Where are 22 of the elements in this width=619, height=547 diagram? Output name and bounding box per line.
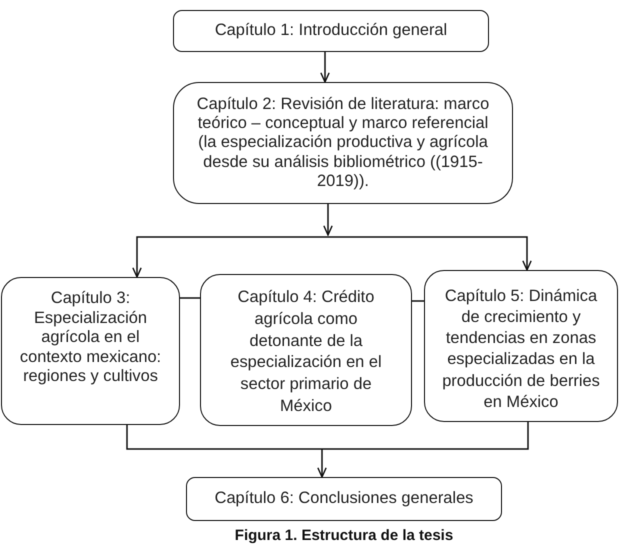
- process-box: [1, 277, 180, 425]
- process-box: [173, 82, 513, 204]
- arrow: [328, 236, 532, 271]
- box-label: Capítulo 1: Introducción general: [214, 21, 448, 41]
- process-box: [173, 10, 489, 52]
- arrow: [320, 52, 330, 83]
- process-box: [186, 477, 502, 521]
- box-label: Capítulo 3: Especialización agrícola en el contexto mexicano: regiones y cultivos: [18, 289, 162, 387]
- connector-line: [322, 422, 529, 450]
- figure-caption: Figura 1. Estructura de la tesis: [234, 527, 454, 545]
- arrow: [323, 204, 333, 236]
- box-label: Capítulo 6: Conclusiones generales: [214, 489, 474, 509]
- connector-line: [180, 297, 200, 299]
- process-box: [200, 274, 412, 426]
- process-box: [424, 270, 618, 422]
- connector-line: [126, 425, 322, 450]
- arrow: [317, 449, 327, 478]
- arrow: [132, 236, 328, 278]
- box-label: Capítulo 5: Dinámica de crecimiento y tendencias en zonas especializadas en la producción de berries en México: [441, 286, 601, 413]
- connector-line: [412, 300, 424, 302]
- box-label: Capítulo 4: Crédito agrícola como detonante de la especialización en el sector primario de México: [229, 287, 383, 418]
- box-label: Capítulo 2: Revisión de literatura: marco teórico – conceptual y marco referencial (la especialización productiva y agrícola desde su análisis bibliométrico ((1915-2019)).: [196, 95, 490, 191]
